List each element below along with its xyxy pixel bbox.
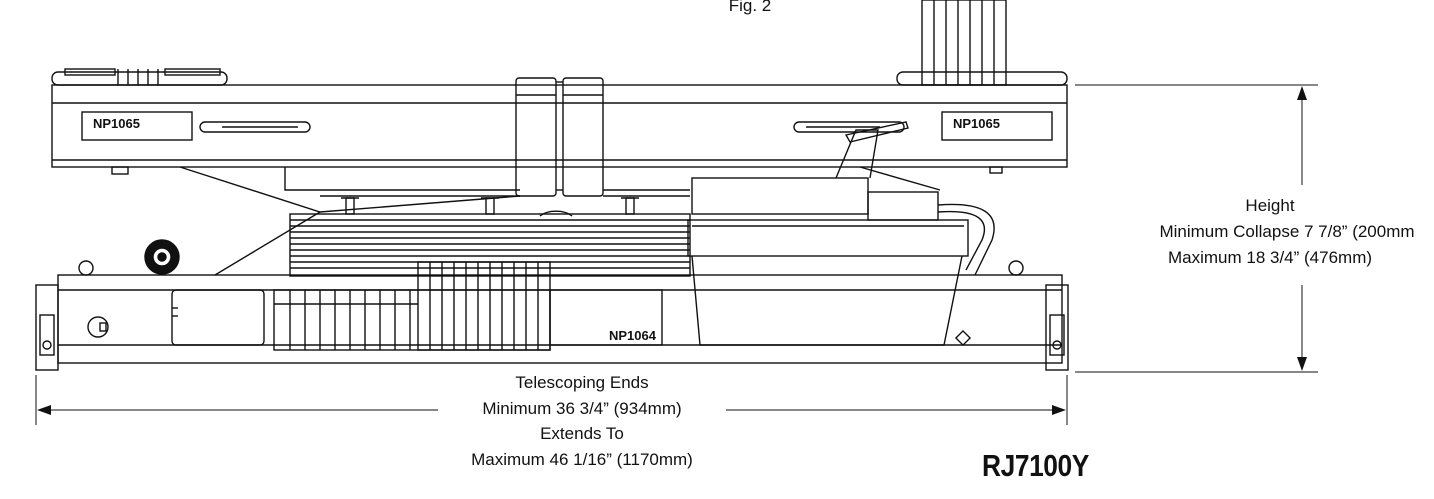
right-plate-label: NP1065 (953, 116, 1000, 131)
pump-unit (687, 121, 995, 347)
height-min: Minimum Collapse 7 7/8” (200mm (1159, 222, 1415, 241)
dimension-arrows (37, 86, 1307, 415)
model-number: RJ7100Y (982, 448, 1089, 483)
height-title: Height (1245, 196, 1295, 215)
left-plate-label: NP1065 (93, 116, 140, 131)
dimension-lines (35, 84, 1318, 425)
height-max: Maximum 18 3/4” (476mm) (1167, 248, 1373, 267)
lift-linkage (179, 166, 941, 276)
wheel (144, 239, 180, 275)
length-max: Maximum 46 1/16” (1170mm) (471, 450, 693, 469)
figure-label: Fig. 2 (728, 0, 772, 15)
length-title: Telescoping Ends (515, 373, 649, 392)
base-frame (35, 260, 1069, 371)
length-min: Minimum 36 3/4” (934mm) (482, 399, 682, 418)
body-plate-label: NP1064 (609, 328, 657, 343)
upper-beam (51, 0, 1068, 197)
length-extends: Extends To (540, 424, 624, 443)
